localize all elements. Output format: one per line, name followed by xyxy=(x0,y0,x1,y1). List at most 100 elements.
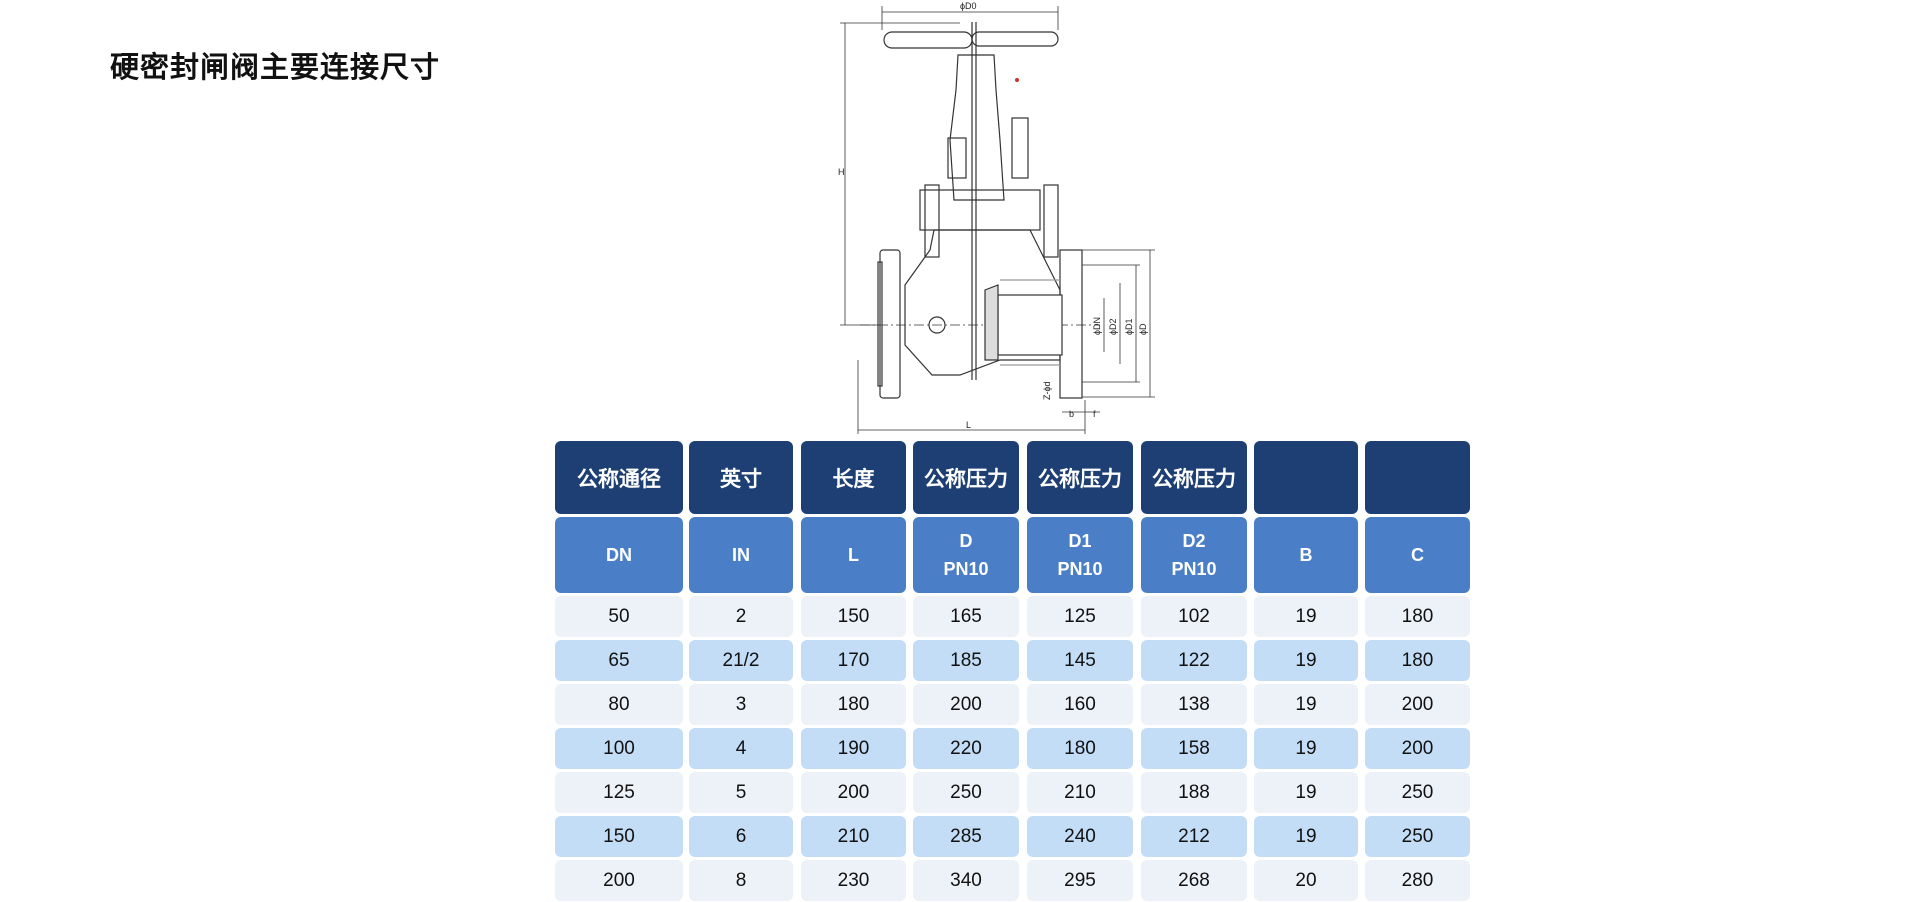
table-cell: 250 xyxy=(1365,772,1470,813)
page-title: 硬密封闸阀主要连接尺寸 xyxy=(110,52,441,84)
header-cn-label: 公称压力 xyxy=(924,467,1008,491)
header-cn-label: 公称通径 xyxy=(577,467,661,491)
table-cell: 100 xyxy=(555,728,683,769)
table-cell: 200 xyxy=(1365,684,1470,725)
header-cn-label: 公称压力 xyxy=(1152,467,1236,491)
table-cell: 250 xyxy=(913,772,1019,813)
table-cell: 200 xyxy=(801,772,906,813)
table-cell: 19 xyxy=(1254,596,1358,637)
table-cell: 180 xyxy=(1365,596,1470,637)
table-cell: 125 xyxy=(555,772,683,813)
table-cell: 65 xyxy=(555,640,683,681)
header-code-label: D xyxy=(959,531,973,551)
table-cell: 190 xyxy=(801,728,906,769)
table-cell: 170 xyxy=(801,640,906,681)
svg-text:ϕD: ϕD xyxy=(1138,323,1148,335)
table-cell: 21/2 xyxy=(689,640,793,681)
svg-text:b: b xyxy=(1069,409,1074,419)
svg-text:H: H xyxy=(838,167,845,177)
svg-text:ϕD1: ϕD1 xyxy=(1124,318,1134,335)
gate-valve-drawing: ϕD0 H L ϕDN ϕD2 ϕD1 ϕD Z-ϕd b f xyxy=(838,1,1155,434)
header-code-cell: D PN10 xyxy=(913,517,1019,593)
table-cell: 200 xyxy=(555,860,683,901)
table-cell: 122 xyxy=(1141,640,1247,681)
table-cell: 150 xyxy=(801,596,906,637)
header-code-label: B xyxy=(1299,545,1313,565)
header-code-label: C xyxy=(1411,545,1424,565)
header-code-label: IN xyxy=(732,545,750,565)
header-code-cell: DN xyxy=(555,517,683,593)
header-code-label: D1 xyxy=(1068,531,1092,551)
table-cell: 5 xyxy=(689,772,793,813)
table-cell: 138 xyxy=(1141,684,1247,725)
table-cell: 160 xyxy=(1027,684,1133,725)
table-cell: 4 xyxy=(689,728,793,769)
header-code-label: PN10 xyxy=(1171,559,1217,579)
header-code-cell: IN xyxy=(689,517,793,593)
dimension-lines xyxy=(840,6,1155,434)
svg-text:ϕD2: ϕD2 xyxy=(1108,318,1118,335)
table-cell: 6 xyxy=(689,816,793,857)
table-cell: 165 xyxy=(913,596,1019,637)
table-cell: 280 xyxy=(1365,860,1470,901)
table-cell: 200 xyxy=(1365,728,1470,769)
header-cn-cell: 公称压力 xyxy=(1141,441,1247,514)
table-cell: 19 xyxy=(1254,640,1358,681)
table-cell: 295 xyxy=(1027,860,1133,901)
table-cell: 220 xyxy=(913,728,1019,769)
header-code-label: L xyxy=(848,545,859,565)
header-cn-label: 公称压力 xyxy=(1038,467,1122,491)
table-cell: 180 xyxy=(1027,728,1133,769)
table-cell: 19 xyxy=(1254,728,1358,769)
table-cell: 80 xyxy=(555,684,683,725)
header-cn-cell xyxy=(1365,441,1470,514)
table-cell: 102 xyxy=(1141,596,1247,637)
table-cell: 19 xyxy=(1254,816,1358,857)
table-cell: 240 xyxy=(1027,816,1133,857)
header-cn-cell: 英寸 xyxy=(689,441,793,514)
table-cell: 200 xyxy=(913,684,1019,725)
table-cell: 212 xyxy=(1141,816,1247,857)
header-cn-cell: 公称通径 xyxy=(555,441,683,514)
header-code-label: PN10 xyxy=(1057,559,1103,579)
dimension-labels: ϕD0 H L ϕDN ϕD2 ϕD1 ϕD Z-ϕd b f xyxy=(838,1,1148,430)
table-cell: 185 xyxy=(913,640,1019,681)
table-cell: 158 xyxy=(1141,728,1247,769)
valve-body xyxy=(877,22,1083,399)
header-code-label: PN10 xyxy=(943,559,989,579)
svg-text:f: f xyxy=(1093,409,1096,419)
table-cell: 210 xyxy=(1027,772,1133,813)
table-cell: 19 xyxy=(1254,684,1358,725)
header-code-cell: C xyxy=(1365,517,1470,593)
table-cell: 125 xyxy=(1027,596,1133,637)
header-cn-cell xyxy=(1254,441,1358,514)
header-code-label: D2 xyxy=(1182,531,1206,551)
table-cell: 8 xyxy=(689,860,793,901)
table-cell: 210 xyxy=(801,816,906,857)
table-cell: 180 xyxy=(801,684,906,725)
header-cn-label: 长度 xyxy=(832,467,875,491)
header-code-label: DN xyxy=(606,545,632,565)
header-code-cell: L xyxy=(801,517,906,593)
header-cn-cell: 公称压力 xyxy=(913,441,1019,514)
table-cell: 268 xyxy=(1141,860,1247,901)
svg-text:L: L xyxy=(966,420,971,430)
table-cell: 230 xyxy=(801,860,906,901)
svg-text:Z-ϕd: Z-ϕd xyxy=(1042,381,1052,400)
table-cell: 2 xyxy=(689,596,793,637)
header-cn-cell: 长度 xyxy=(801,441,906,514)
table-cell: 188 xyxy=(1141,772,1247,813)
table-cell: 285 xyxy=(913,816,1019,857)
header-code-cell: B xyxy=(1254,517,1358,593)
table-cell: 20 xyxy=(1254,860,1358,901)
svg-text:ϕDN: ϕDN xyxy=(1092,317,1102,335)
table-cell: 250 xyxy=(1365,816,1470,857)
table-cell: 3 xyxy=(689,684,793,725)
table-cell: 19 xyxy=(1254,772,1358,813)
svg-text:ϕD0: ϕD0 xyxy=(960,1,977,11)
header-cn-label: 英寸 xyxy=(720,467,762,491)
table-cell: 150 xyxy=(555,816,683,857)
table-cell: 180 xyxy=(1365,640,1470,681)
